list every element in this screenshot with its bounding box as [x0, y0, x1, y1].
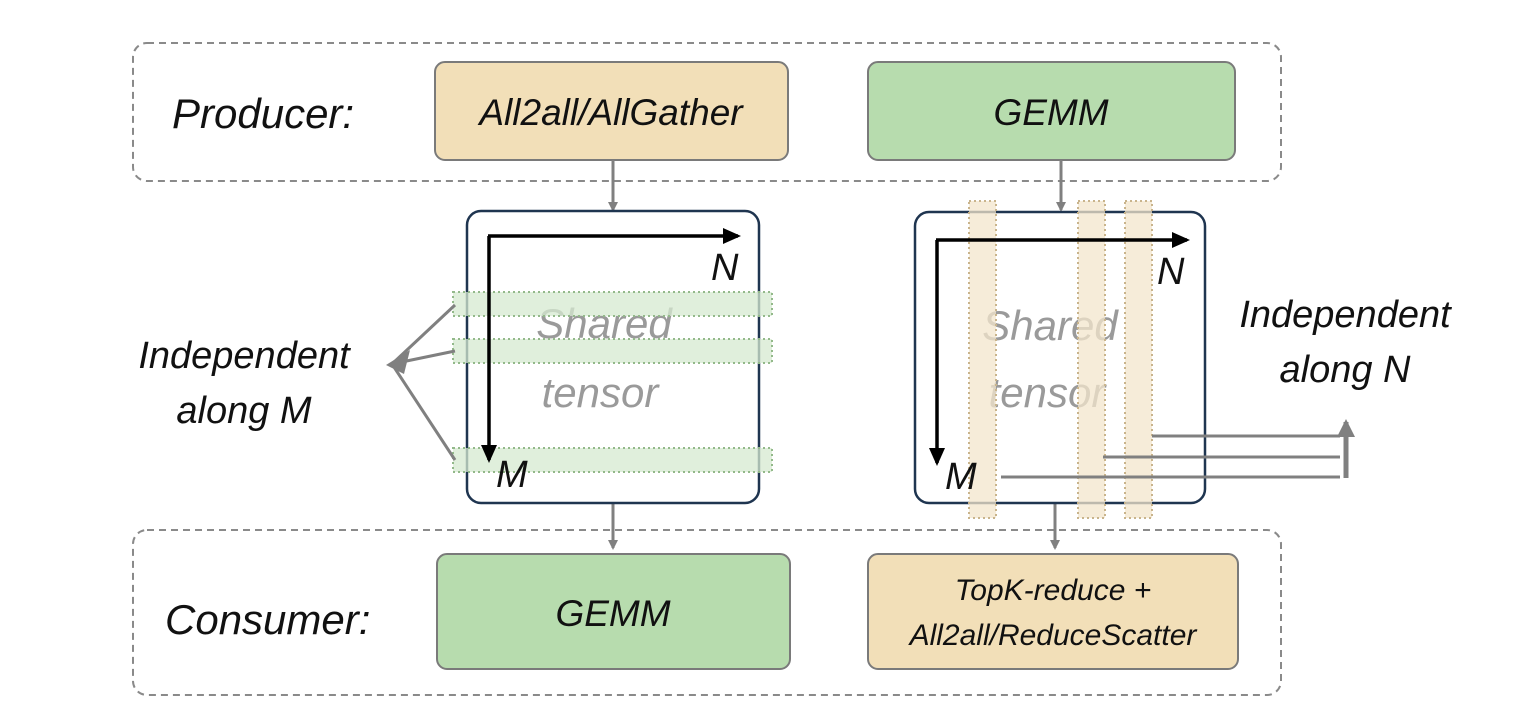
right-col-slice-3 [1124, 200, 1153, 519]
right-axis-n-label: N [1157, 251, 1185, 293]
left-row-slice-3 [452, 447, 773, 473]
consumer-gemm-box [436, 553, 791, 670]
right-col-slice-2 [1077, 200, 1106, 519]
left-note-pointer-1 [390, 303, 457, 366]
right-col-slice-1 [968, 200, 997, 519]
producer-comm-op-label: All2all/AllGather [477, 92, 744, 133]
consumer-gemm-label: GEMM [555, 593, 670, 634]
left-note-line1: Independent [138, 335, 351, 377]
producer-gemm-box [867, 61, 1236, 161]
producer-label: Producer: [172, 90, 354, 137]
left-axis-n-label: N [711, 247, 739, 289]
left-note-line2: along M [176, 390, 312, 432]
consumer-reduce-label-line2: All2all/ReduceScatter [908, 619, 1198, 652]
consumer-reduce-label-line1: TopK-reduce + [955, 574, 1152, 607]
consumer-label: Consumer: [165, 596, 370, 643]
left-row-slice-2 [452, 338, 773, 364]
left-row-slice-1 [452, 291, 773, 317]
right-note-line2: along N [1280, 349, 1412, 391]
left-axis-m-label: M [496, 454, 528, 496]
left-note-arrowhead [386, 350, 410, 374]
consumer-reduce-box [867, 553, 1239, 670]
consumer-group [132, 529, 1282, 696]
left-note-pointer-3 [390, 363, 457, 461]
left-tensor-name-line2: tensor [542, 369, 661, 416]
producer-gemm-label: GEMM [993, 92, 1108, 133]
right-note-line1: Independent [1239, 294, 1452, 336]
right-axis-m-label: M [945, 456, 977, 498]
